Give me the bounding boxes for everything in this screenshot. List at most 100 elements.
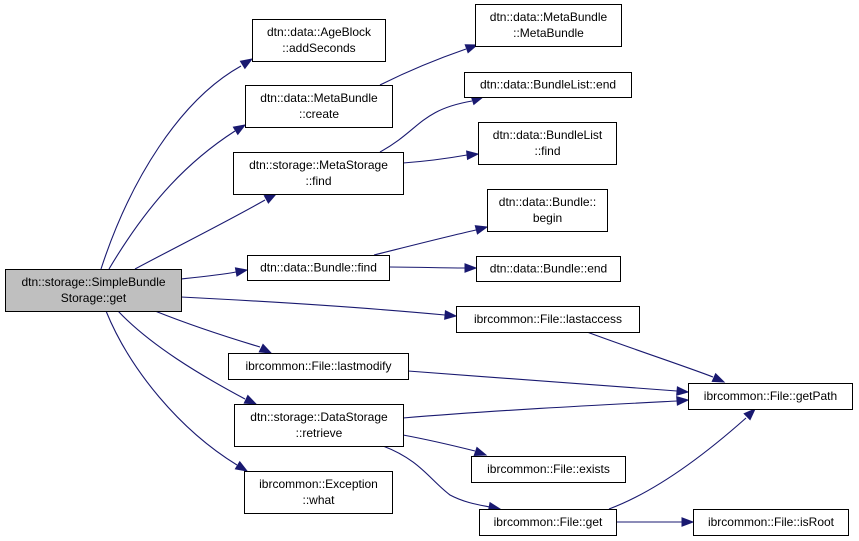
node-label: Storage::get bbox=[61, 291, 127, 305]
edge-simplebundlestorage-get-to-file-lastaccess bbox=[180, 296, 458, 320]
node-label: dtn::data::AgeBlock bbox=[267, 25, 372, 39]
edge-line bbox=[100, 65, 242, 270]
node-label: begin bbox=[533, 211, 562, 225]
node-metabundle-create[interactable]: dtn::data::MetaBundle::create bbox=[245, 85, 393, 128]
node-file-get[interactable]: ibrcommon::File::get bbox=[479, 509, 617, 536]
node-file-isroot[interactable]: ibrcommon::File::isRoot bbox=[693, 509, 849, 536]
node-label: ibrcommon::File::get bbox=[494, 515, 603, 529]
node-label: dtn::data::Bundle:: bbox=[499, 195, 596, 209]
node-file-getpath[interactable]: ibrcommon::File::getPath bbox=[688, 383, 853, 410]
edge-simplebundlestorage-get-to-metabundle-create bbox=[108, 124, 247, 270]
arrowhead-icon bbox=[676, 396, 690, 406]
edges-layer bbox=[100, 44, 757, 527]
node-box bbox=[464, 72, 632, 98]
edge-simplebundlestorage-get-to-file-lastmodify bbox=[154, 310, 273, 354]
node-label: dtn::storage::MetaStorage bbox=[249, 158, 388, 172]
node-box bbox=[476, 256, 621, 282]
node-label: dtn::data::Bundle::end bbox=[490, 262, 607, 276]
edge-line bbox=[180, 271, 237, 280]
edge-simplebundlestorage-get-to-datastorage-retrieve bbox=[117, 310, 258, 405]
edge-line bbox=[373, 229, 477, 256]
arrowhead-icon bbox=[473, 446, 488, 456]
edge-line bbox=[407, 370, 678, 392]
node-box bbox=[233, 152, 404, 195]
edge-file-get-to-file-isroot bbox=[616, 517, 695, 527]
node-box bbox=[252, 19, 386, 62]
edge-datastorage-retrieve-to-file-getpath bbox=[402, 396, 690, 419]
node-label: dtn::storage::SimpleBundle bbox=[21, 275, 165, 289]
node-label: dtn::data::MetaBundle bbox=[490, 10, 608, 24]
node-box bbox=[456, 306, 640, 333]
arrowhead-icon bbox=[681, 517, 695, 527]
node-bundle-begin[interactable]: dtn::data::Bundle::begin bbox=[487, 189, 608, 232]
edge-line bbox=[382, 445, 491, 508]
edge-simplebundlestorage-get-to-ageblock-addseconds bbox=[100, 58, 254, 270]
edge-datastorage-retrieve-to-file-exists bbox=[402, 434, 488, 456]
node-metabundle-metabundle[interactable]: dtn::data::MetaBundle::MetaBundle bbox=[475, 4, 622, 47]
arrowhead-icon bbox=[676, 386, 690, 396]
node-label: ibrcommon::File::exists bbox=[487, 462, 610, 476]
node-exception-what[interactable]: ibrcommon::Exception::what bbox=[244, 471, 393, 514]
node-box bbox=[479, 509, 617, 536]
node-datastorage-retrieve[interactable]: dtn::storage::DataStorage::retrieve bbox=[234, 404, 404, 447]
edge-line bbox=[388, 266, 466, 269]
arrowhead-icon bbox=[466, 150, 480, 161]
arrowhead-icon bbox=[711, 372, 726, 383]
edge-file-lastmodify-to-file-getpath bbox=[407, 370, 690, 396]
node-file-lastaccess[interactable]: ibrcommon::File::lastaccess bbox=[456, 306, 640, 333]
node-box bbox=[475, 4, 622, 47]
edge-bundle-find-to-bundle-begin bbox=[373, 225, 489, 256]
edge-line bbox=[108, 130, 236, 270]
node-label: ::addSeconds bbox=[282, 41, 355, 55]
node-label: dtn::data::BundleList::end bbox=[480, 78, 616, 92]
arrowhead-icon bbox=[464, 263, 478, 273]
edge-line bbox=[402, 154, 468, 164]
node-label: ::what bbox=[302, 493, 335, 507]
edge-line bbox=[134, 199, 266, 270]
arrowhead-icon bbox=[243, 394, 258, 405]
edge-line bbox=[586, 331, 714, 378]
node-label: dtn::storage::DataStorage bbox=[250, 410, 388, 424]
node-box bbox=[5, 269, 182, 312]
node-label: ::retrieve bbox=[296, 426, 343, 440]
edge-line bbox=[105, 310, 238, 466]
node-bundle-find[interactable]: dtn::data::Bundle::find bbox=[247, 255, 390, 281]
nodes-layer: dtn::storage::SimpleBundleStorage::getdt… bbox=[5, 4, 853, 536]
edge-line bbox=[402, 400, 678, 419]
node-box bbox=[471, 456, 626, 483]
edge-bundle-find-to-bundle-end bbox=[388, 263, 478, 273]
node-box bbox=[245, 85, 393, 128]
node-file-exists[interactable]: ibrcommon::File::exists bbox=[471, 456, 626, 483]
edge-metastorage-find-to-bundlelist-end bbox=[379, 95, 485, 153]
node-label: ibrcommon::File::isRoot bbox=[708, 515, 835, 529]
node-label: ::find bbox=[534, 144, 560, 158]
edge-line bbox=[379, 48, 467, 86]
node-label: dtn::data::Bundle::find bbox=[260, 261, 377, 275]
node-box bbox=[228, 353, 409, 380]
node-label: dtn::data::MetaBundle bbox=[260, 91, 378, 105]
node-ageblock-addseconds[interactable]: dtn::data::AgeBlock::addSeconds bbox=[252, 19, 386, 62]
node-bundlelist-end[interactable]: dtn::data::BundleList::end bbox=[464, 72, 632, 98]
node-file-lastmodify[interactable]: ibrcommon::File::lastmodify bbox=[228, 353, 409, 380]
node-label: ::MetaBundle bbox=[513, 26, 584, 40]
edge-line bbox=[608, 417, 747, 510]
node-label: ibrcommon::File::lastaccess bbox=[474, 312, 622, 326]
node-label: ::create bbox=[299, 107, 339, 121]
node-bundlelist-find[interactable]: dtn::data::BundleList::find bbox=[478, 122, 617, 165]
edge-file-get-to-file-getpath bbox=[608, 408, 757, 510]
node-box bbox=[244, 471, 393, 514]
edge-simplebundlestorage-get-to-exception-what bbox=[105, 310, 249, 472]
arrowhead-icon bbox=[444, 310, 458, 320]
edge-file-lastaccess-to-file-getpath bbox=[586, 331, 726, 383]
arrowhead-icon bbox=[464, 44, 479, 54]
arrowhead-icon bbox=[474, 225, 489, 235]
node-box bbox=[478, 122, 617, 165]
node-metastorage-find[interactable]: dtn::storage::MetaStorage::find bbox=[233, 152, 404, 195]
edge-line bbox=[180, 296, 446, 316]
node-label: ibrcommon::File::getPath bbox=[704, 389, 837, 403]
arrowhead-icon bbox=[258, 343, 273, 354]
arrowhead-icon bbox=[263, 193, 278, 204]
edge-line bbox=[402, 434, 476, 452]
node-bundle-end[interactable]: dtn::data::Bundle::end bbox=[476, 256, 621, 282]
